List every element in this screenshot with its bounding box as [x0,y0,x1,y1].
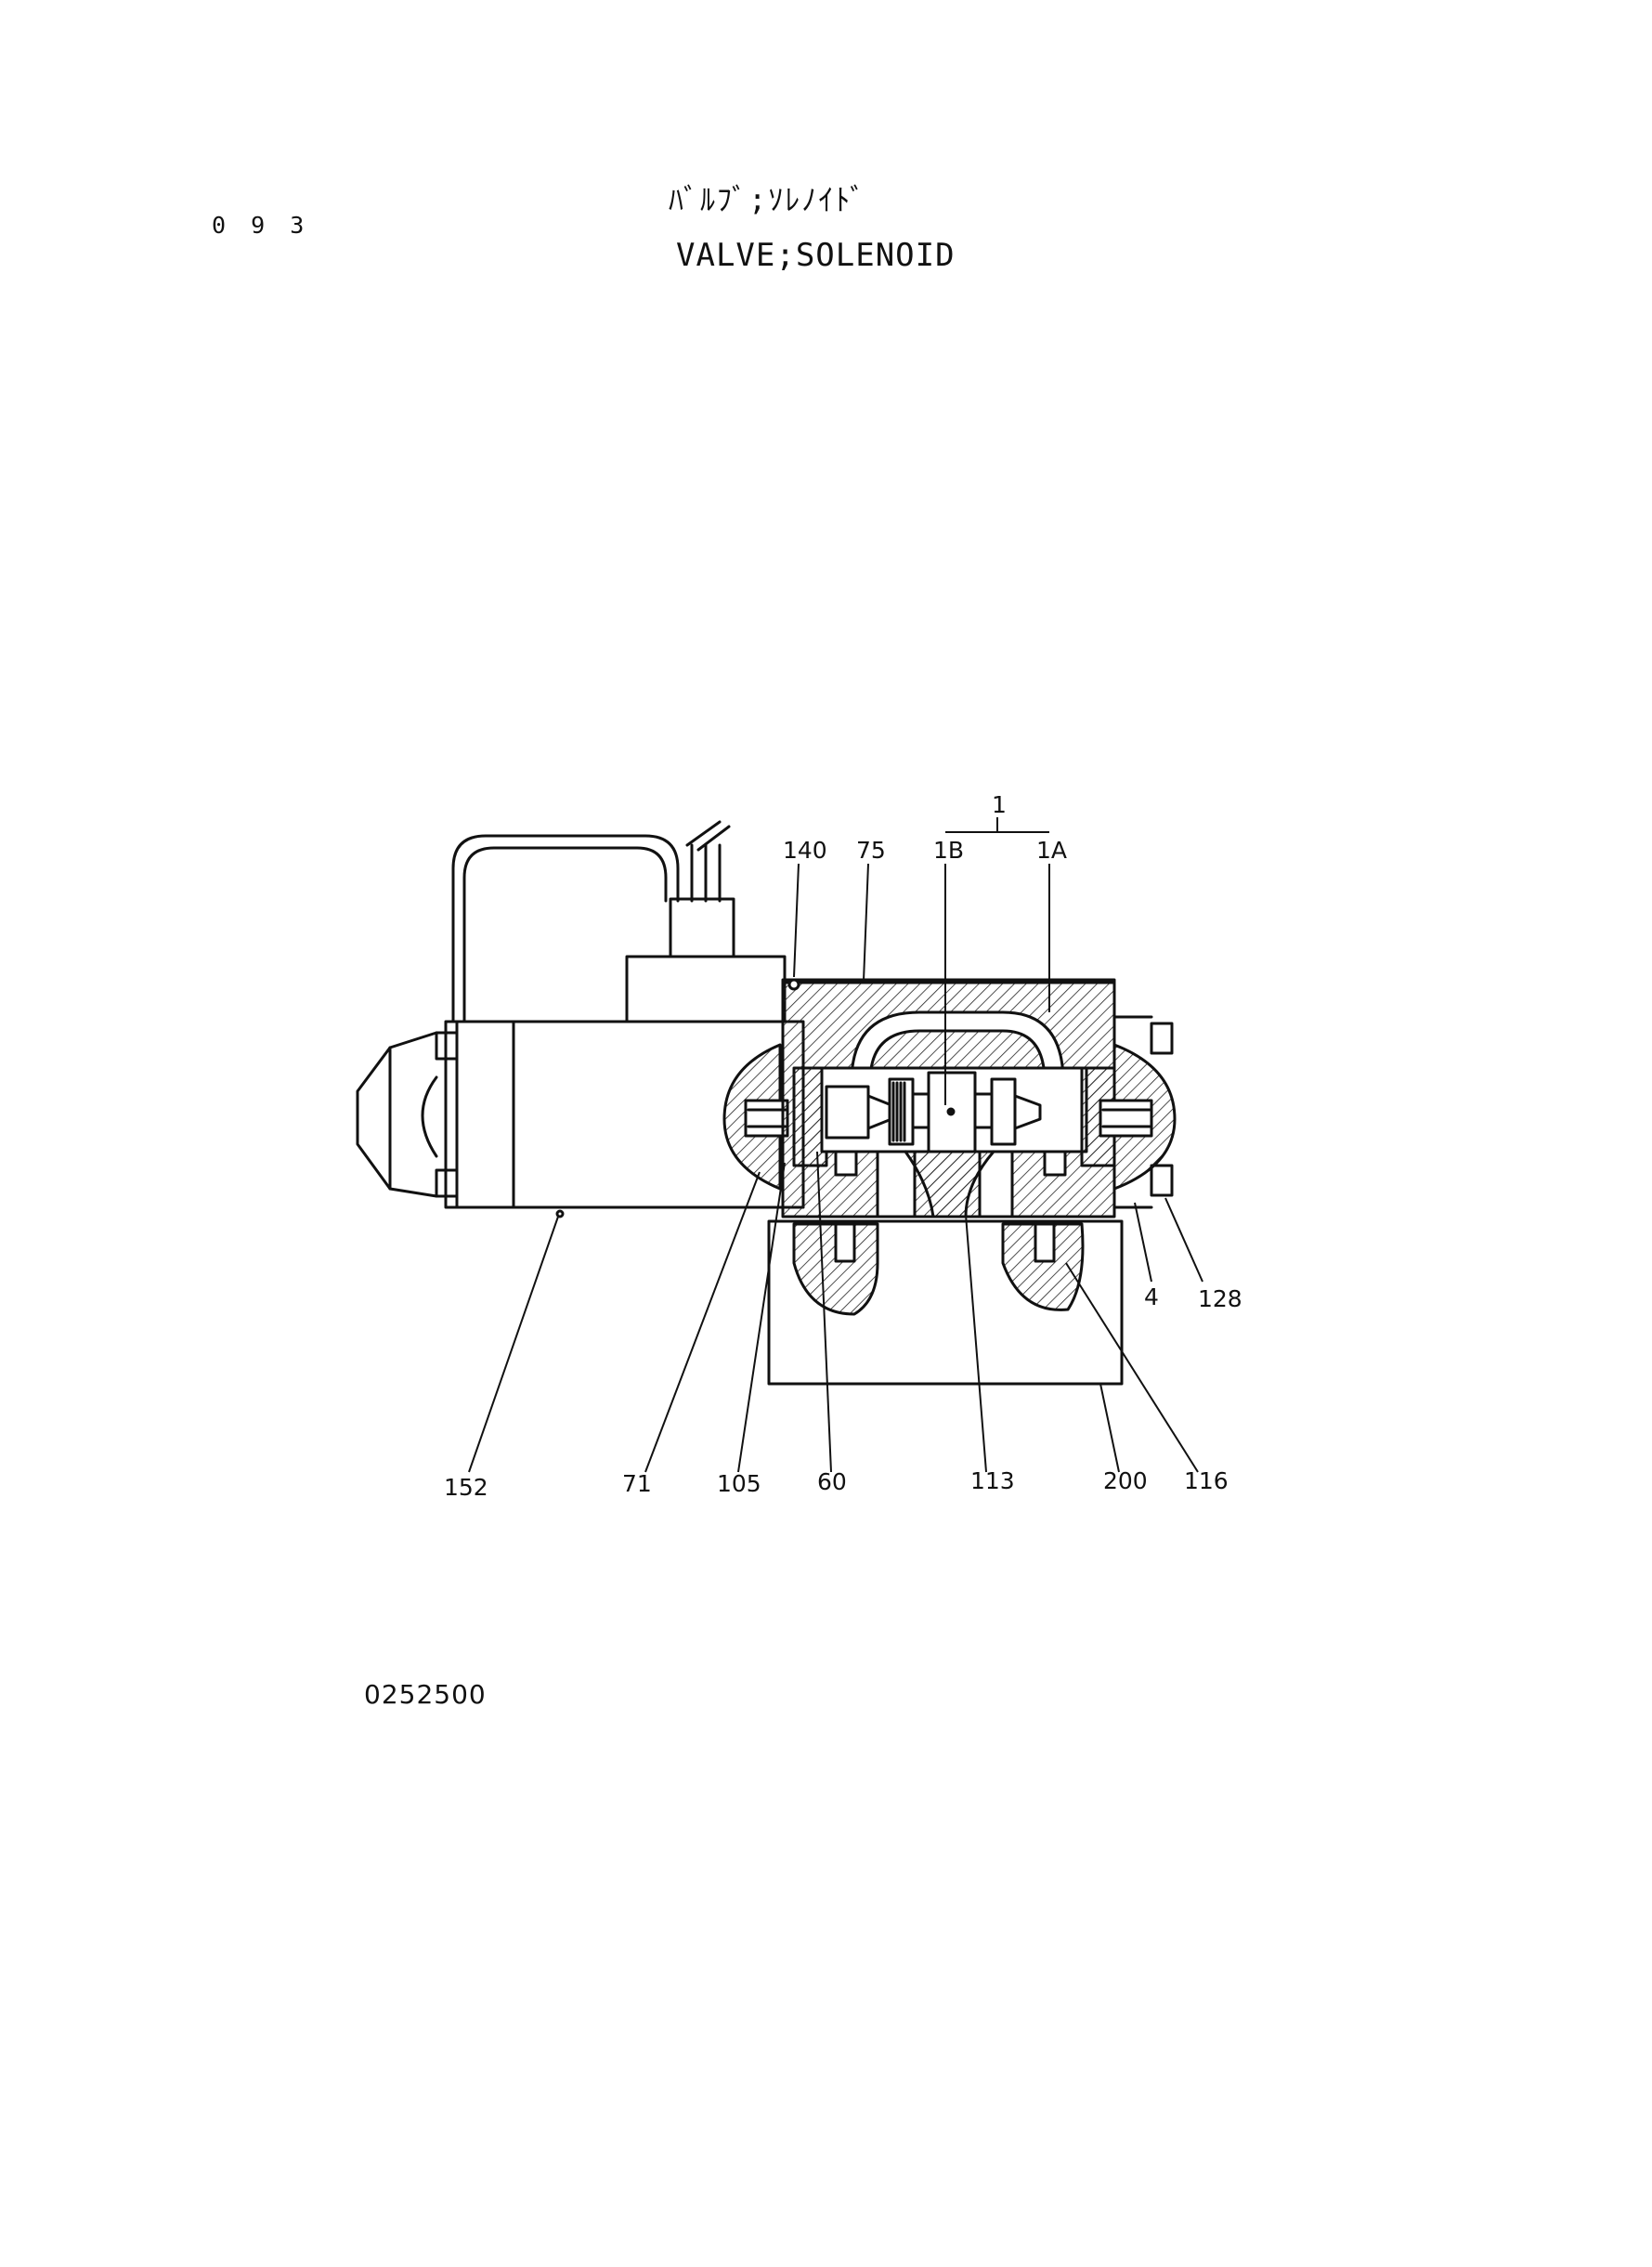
base-block [767,1219,1124,1386]
wire-loop [451,834,680,1023]
marker-152 [555,1209,565,1218]
callout-1: 1 [992,791,1007,818]
marker-140 [787,978,800,991]
title-english: VALVE;SOLENOID [676,237,956,274]
plug-small-right [1043,1150,1067,1177]
callout-71: 71 [622,1470,652,1497]
leader-lines [468,817,1203,1473]
manual-override-right [1080,1015,1177,1209]
callout-labels: 140 75 1 1B 1A 4 128 152 71 105 60 113 2… [444,791,1242,1501]
page-number: 0 9 3 [212,212,310,239]
connector-plug [669,897,735,958]
callout-105: 105 [717,1470,761,1497]
callout-4: 4 [1144,1283,1159,1310]
callout-140: 140 [783,837,827,864]
cable-bundle [685,820,731,903]
callout-1A: 1A [1036,837,1067,864]
callout-152: 152 [444,1474,488,1501]
callout-116: 116 [1184,1467,1229,1494]
callout-1B: 1B [933,837,964,864]
callout-113: 113 [970,1467,1015,1494]
callout-75: 75 [856,837,886,864]
callout-200: 200 [1103,1467,1148,1494]
title-japanese: ﾊﾞﾙﾌﾞ;ｿﾚﾉｲﾄﾞ [669,182,867,217]
connector-housing [625,955,787,1023]
plug-small-left [834,1150,858,1177]
drawing-code: 0252500 [364,1679,487,1710]
callout-128: 128 [1198,1285,1242,1312]
spool [825,1071,1042,1153]
solenoid-end-cap [356,1031,438,1198]
callout-60: 60 [817,1468,847,1495]
